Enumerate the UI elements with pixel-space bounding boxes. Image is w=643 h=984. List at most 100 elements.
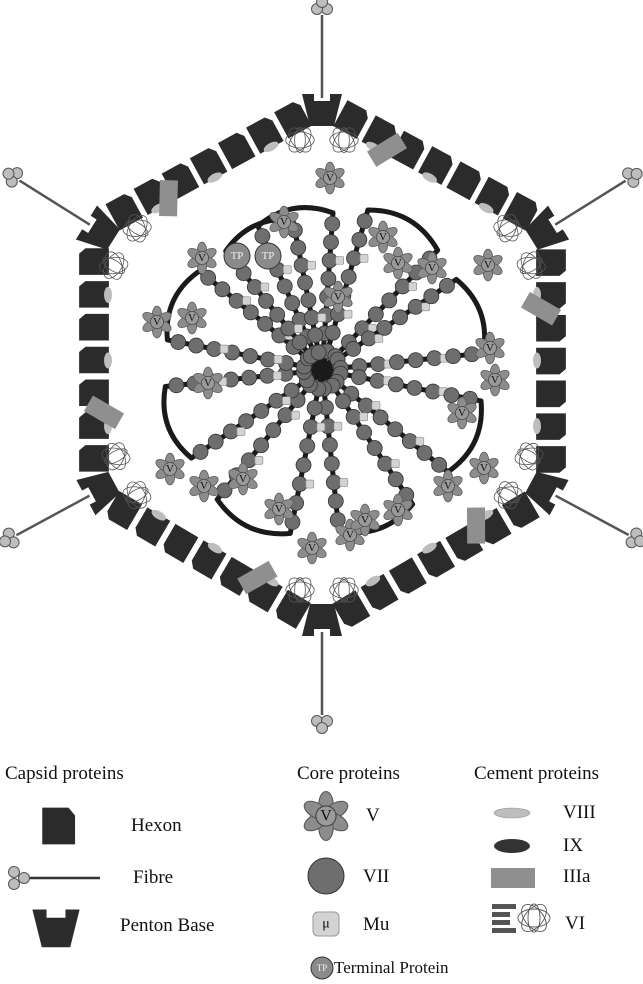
protein-iiia bbox=[467, 508, 485, 544]
protein-v-symbol: V bbox=[326, 172, 334, 184]
legend-mu-symbol: μ bbox=[322, 917, 330, 932]
protein-vii bbox=[371, 357, 386, 372]
protein-mu bbox=[360, 413, 368, 421]
legend-vi-cluster bbox=[517, 900, 551, 936]
legend-vi-bar bbox=[492, 928, 516, 933]
legend-vii-icon bbox=[308, 858, 344, 894]
protein-vii bbox=[243, 305, 258, 320]
protein-vii bbox=[292, 335, 307, 350]
protein-vii bbox=[278, 408, 293, 423]
protein-v-symbol: V bbox=[444, 480, 452, 492]
hexon bbox=[189, 540, 227, 579]
protein-mu bbox=[344, 310, 352, 318]
protein-vii bbox=[193, 444, 208, 459]
protein-mu bbox=[317, 423, 325, 431]
protein-vii bbox=[388, 472, 403, 487]
legend-viii-icon bbox=[494, 808, 530, 818]
protein-vii bbox=[347, 251, 362, 266]
protein-vii bbox=[336, 394, 351, 409]
protein-vii bbox=[408, 353, 423, 368]
protein-vii bbox=[395, 279, 410, 294]
protein-v-symbol: V bbox=[346, 529, 354, 541]
protein-mu bbox=[220, 345, 228, 353]
protein-vii bbox=[189, 338, 204, 353]
protein-vii bbox=[304, 310, 319, 325]
hexon bbox=[475, 177, 513, 216]
protein-iiia bbox=[159, 180, 178, 216]
legend-fibre-knob bbox=[9, 867, 20, 878]
protein-vii bbox=[243, 349, 258, 364]
protein-viii bbox=[104, 353, 112, 369]
protein-vii bbox=[254, 438, 269, 453]
protein-mu bbox=[340, 478, 348, 486]
protein-vii bbox=[303, 420, 318, 435]
protein-v-symbol: V bbox=[153, 316, 161, 328]
protein-vii bbox=[370, 373, 385, 388]
protein-vii bbox=[324, 456, 339, 471]
fibre bbox=[16, 496, 89, 535]
fibre-knob bbox=[631, 168, 642, 179]
legend-vi-bar bbox=[492, 904, 516, 909]
legend-fibre-knob bbox=[9, 879, 20, 890]
protein-mu bbox=[334, 422, 342, 430]
protein-mu bbox=[372, 402, 380, 410]
protein-vii bbox=[424, 289, 439, 304]
protein-vii bbox=[208, 434, 223, 449]
hexon bbox=[79, 248, 109, 275]
legend-hexon-icon bbox=[42, 808, 75, 845]
legend-vi-icon bbox=[492, 900, 551, 936]
protein-mu bbox=[255, 456, 263, 464]
protein-vii bbox=[259, 293, 274, 308]
protein-v-symbol: V bbox=[204, 377, 212, 389]
protein-vii bbox=[307, 401, 322, 416]
protein-v-symbol: V bbox=[379, 231, 387, 243]
protein-vii bbox=[388, 377, 403, 392]
protein-vii bbox=[341, 269, 356, 284]
protein-mu bbox=[336, 256, 344, 264]
protein-v-symbol: V bbox=[239, 473, 247, 485]
protein-v-symbol: V bbox=[491, 374, 499, 386]
protein-mu bbox=[375, 334, 383, 342]
protein-vii bbox=[215, 282, 230, 297]
hexon bbox=[446, 161, 484, 200]
protein-vii bbox=[393, 310, 408, 325]
protein-mu bbox=[283, 266, 291, 274]
protein-vii bbox=[446, 349, 461, 364]
protein-vii bbox=[432, 457, 447, 472]
protein-vii bbox=[298, 275, 313, 290]
protein-vii bbox=[427, 351, 442, 366]
protein-mu bbox=[274, 356, 282, 364]
protein-vii bbox=[169, 378, 184, 393]
protein-vii bbox=[425, 384, 440, 399]
protein-vii bbox=[326, 475, 341, 490]
terminal-protein-symbol: TP bbox=[262, 250, 275, 262]
protein-vii bbox=[346, 341, 361, 356]
protein-vii bbox=[261, 352, 276, 367]
protein-vii bbox=[378, 456, 393, 471]
protein-vii bbox=[308, 328, 323, 343]
protein-mu bbox=[308, 261, 316, 269]
protein-mu bbox=[237, 427, 245, 435]
protein-vii bbox=[296, 458, 311, 473]
protein-v-symbol: V bbox=[458, 407, 466, 419]
protein-vii bbox=[367, 441, 382, 456]
fibre-knob bbox=[0, 536, 10, 547]
protein-vii bbox=[207, 342, 222, 357]
legend-penton-icon bbox=[32, 909, 79, 947]
protein-mu bbox=[422, 303, 430, 311]
protein-vii bbox=[239, 414, 254, 429]
protein-mu bbox=[306, 480, 314, 488]
fibre-knob bbox=[317, 0, 328, 8]
protein-vii bbox=[255, 229, 270, 244]
protein-vii bbox=[388, 422, 403, 437]
protein-vii bbox=[322, 437, 337, 452]
protein-vii bbox=[247, 280, 262, 295]
fibre-knob bbox=[3, 168, 14, 179]
protein-vii bbox=[368, 307, 383, 322]
protein-vii bbox=[277, 279, 292, 294]
protein-v-symbol: V bbox=[200, 480, 208, 492]
protein-vii bbox=[242, 370, 257, 385]
hexon bbox=[536, 381, 566, 408]
